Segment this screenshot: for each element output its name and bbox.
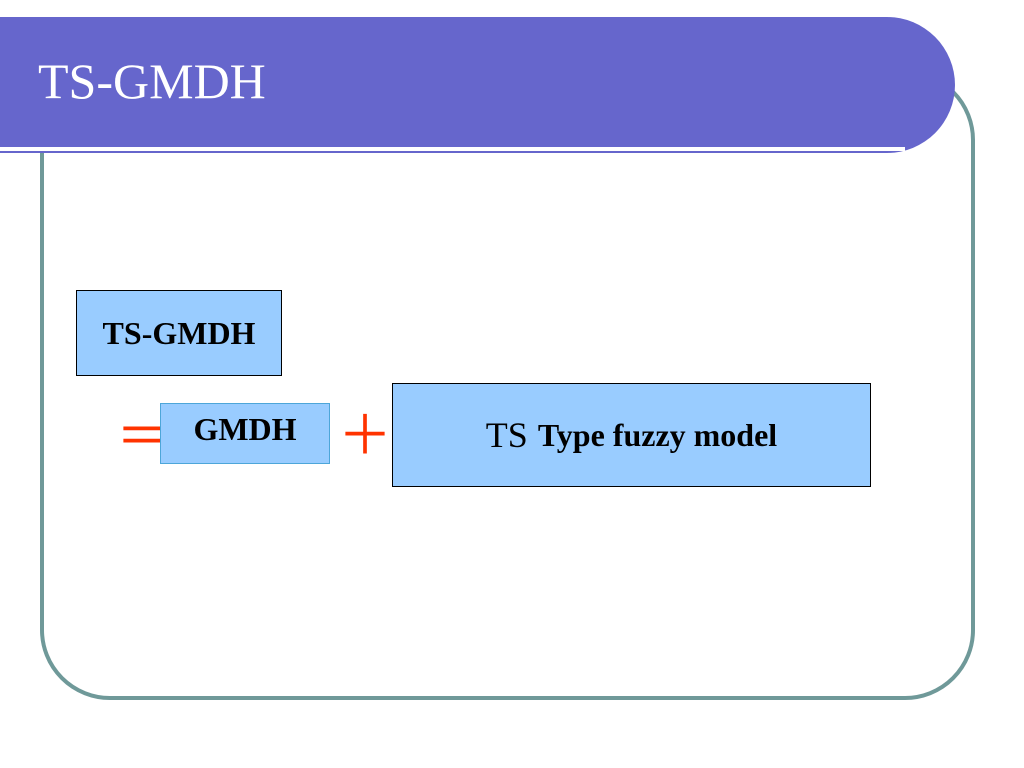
ts-gmdh-label: TS-GMDH [102,314,256,351]
plus-sign: ＋ [338,404,392,467]
gmdh-label: GMDH [193,411,297,447]
slide-title: TS-GMDH [38,53,266,109]
title-bar [0,17,955,153]
ts-model-label: Type fuzzy model [537,416,778,453]
ts-model-prefix: TS [485,415,528,455]
title-underline [0,147,905,151]
ts-fuzzy-model-box: TS Type fuzzy model [392,383,871,487]
gmdh-box: GMDH [160,403,330,464]
ts-gmdh-box: TS-GMDH [76,290,282,376]
